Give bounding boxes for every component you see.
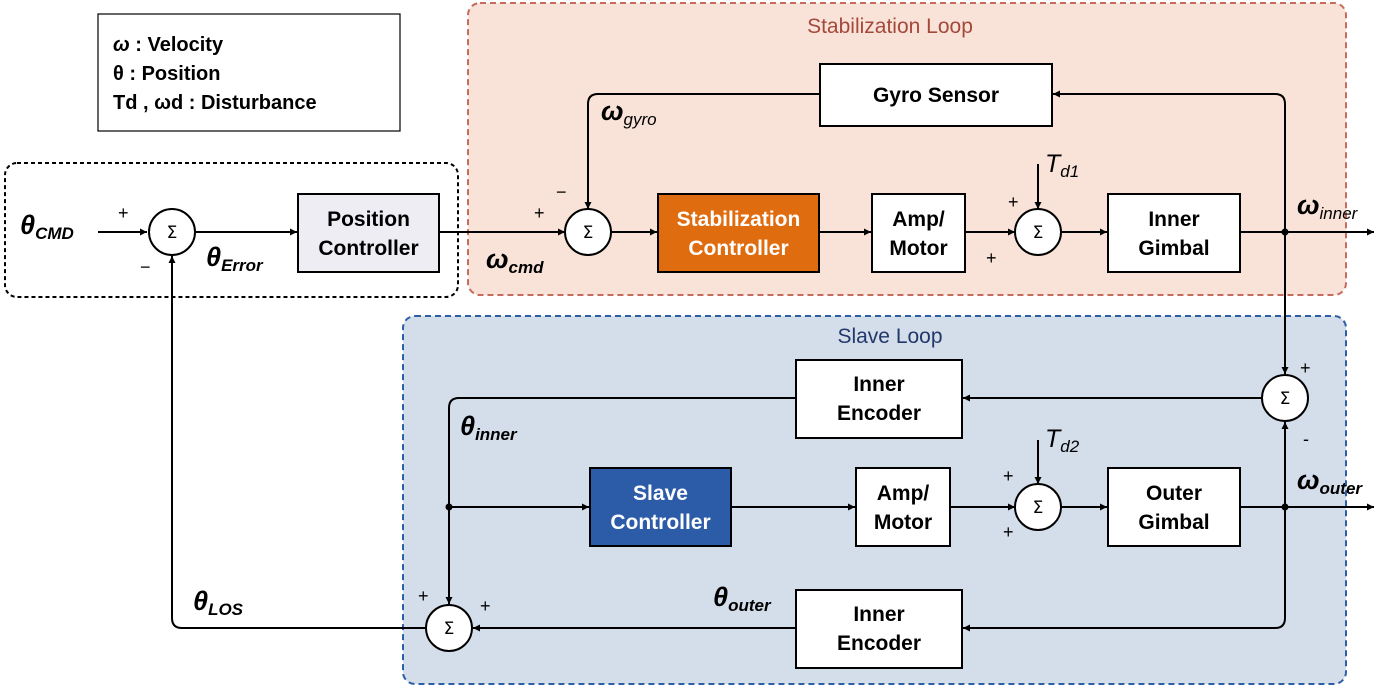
wire-to-gyro [1053, 90, 1286, 232]
s6-plus-left-sign: + [418, 586, 429, 606]
svg-text:Σ: Σ [583, 223, 594, 243]
stabilization-controller-block: Stabilization Controller [657, 193, 820, 273]
wire-thetalos-s1 [168, 256, 426, 629]
legend-box [97, 13, 401, 132]
outer-gimbal-block: Outer Gimbal [1107, 467, 1241, 547]
wire-gyro-s2 [584, 93, 820, 209]
svg-text:Gimbal: Gimbal [1138, 511, 1209, 534]
inner-encoder-top-block: Inner Encoder [795, 359, 963, 439]
sum-junction-1: Σ [148, 208, 196, 256]
s2-minus-sign: − [556, 182, 567, 202]
position-loop-region [4, 162, 459, 298]
sum-junction-2: Σ [564, 208, 612, 256]
svg-text:Outer: Outer [1146, 482, 1202, 505]
label-theta-inner: θinner [460, 411, 518, 444]
svg-text:Controller: Controller [688, 237, 788, 260]
svg-text:Encoder: Encoder [837, 632, 921, 655]
svg-text:Position: Position [327, 208, 410, 231]
svg-text:Slave: Slave [633, 482, 688, 505]
s6-plus-right-sign: + [480, 596, 491, 616]
svg-text:Gimbal: Gimbal [1138, 237, 1209, 260]
wire-outer-encoder [963, 507, 1286, 632]
svg-text:Inner: Inner [1148, 208, 1199, 231]
svg-text:Σ: Σ [1280, 389, 1291, 409]
s3-plus-bottom-sign: + [986, 248, 997, 268]
svg-text:Gyro Sensor: Gyro Sensor [873, 84, 999, 107]
s3-plus-top-sign: + [1008, 192, 1019, 212]
stabilization-loop-title: Stabilization Loop [807, 15, 973, 38]
svg-text:Σ: Σ [444, 619, 455, 639]
svg-text:Inner: Inner [853, 373, 904, 396]
sum-junction-3: Σ [1014, 208, 1062, 256]
gyro-sensor-block: Gyro Sensor [819, 63, 1053, 127]
svg-text:Σ: Σ [167, 223, 178, 243]
position-controller-block: Position Controller [297, 193, 440, 273]
label-td2: Td2 [1045, 425, 1080, 456]
svg-text:Inner: Inner [853, 603, 904, 626]
s4-plus-sign: + [1300, 358, 1311, 378]
svg-text:Σ: Σ [1033, 223, 1044, 243]
label-theta-los: θLOS [193, 586, 244, 619]
amp-motor-bottom-block: Amp/ Motor [855, 467, 951, 547]
inner-gimbal-block: Inner Gimbal [1107, 193, 1241, 273]
sum-junction-5: Σ [1014, 483, 1062, 531]
label-theta-error: θError [206, 242, 264, 275]
slave-loop-title: Slave Loop [837, 325, 942, 348]
s5-plus-top-sign: + [1003, 466, 1014, 486]
sum-junction-6: Σ [425, 604, 473, 652]
legend-velocity: ω : Velocity [113, 34, 224, 56]
svg-text:Motor: Motor [874, 511, 932, 534]
svg-text:Encoder: Encoder [837, 402, 921, 425]
s1-plus-sign: + [118, 203, 129, 223]
label-td1: Td1 [1045, 150, 1079, 181]
label-omega-gyro: ωgyro [601, 96, 657, 129]
s4-minus-sign: - [1303, 429, 1309, 449]
sum-junction-4: Σ [1261, 374, 1309, 422]
label-omega-outer: ωouter [1297, 465, 1363, 498]
label-omega-cmd: ωcmd [486, 244, 544, 277]
label-omega-inner: ωinner [1297, 190, 1359, 223]
svg-text:Motor: Motor [889, 237, 947, 260]
legend-position: θ : Position [113, 63, 220, 85]
svg-text:Amp/: Amp/ [877, 482, 930, 505]
slave-controller-block: Slave Controller [589, 467, 732, 547]
s5-plus-bottom-sign: + [1003, 522, 1014, 542]
svg-text:Controller: Controller [318, 237, 418, 260]
svg-text:Σ: Σ [1033, 498, 1044, 518]
s1-minus-sign: − [140, 257, 151, 277]
inner-encoder-bottom-block: Inner Encoder [795, 589, 963, 669]
wire-encoder-s6 [445, 397, 796, 604]
svg-text:Amp/: Amp/ [892, 208, 945, 231]
svg-text:Controller: Controller [610, 511, 710, 534]
svg-text:Stabilization: Stabilization [677, 208, 801, 231]
s2-plus-sign: + [534, 203, 545, 223]
label-theta-outer: θouter [713, 582, 772, 615]
amp-motor-top-block: Amp/ Motor [871, 193, 966, 273]
legend-disturbance: Td , ωd : Disturbance [113, 92, 317, 114]
label-theta-cmd: θCMD [20, 210, 74, 243]
